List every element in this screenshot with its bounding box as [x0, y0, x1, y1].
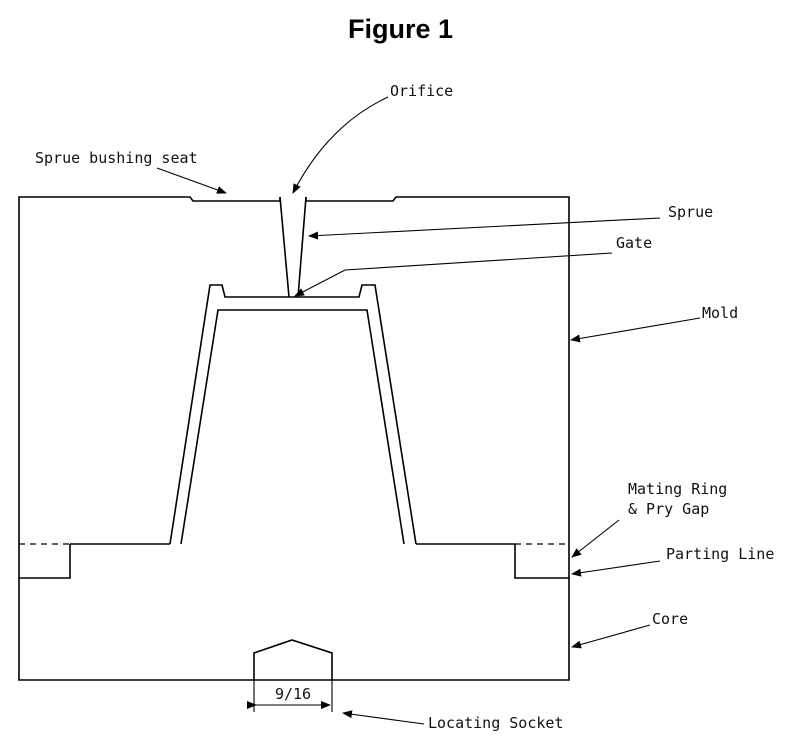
label-parting-line: Parting Line	[666, 545, 774, 563]
dimension-9-16: 9/16	[247, 680, 333, 712]
leader-sprue-bushing-seat	[156, 167, 227, 194]
dimension-label: 9/16	[275, 685, 311, 703]
label-sprue: Sprue	[668, 203, 713, 221]
label-sprue-bushing-seat: Sprue bushing seat	[35, 149, 198, 167]
cavity-outer	[169, 284, 417, 545]
label-mating-ring-line1: Mating Ring	[628, 480, 727, 498]
leader-sprue	[308, 217, 661, 240]
mold-outline	[18, 196, 570, 681]
leader-parting-line	[571, 560, 661, 577]
label-mating-ring-line2: & Pry Gap	[628, 500, 709, 518]
leader-orifice	[292, 96, 389, 194]
leader-mold	[570, 317, 701, 343]
leader-locating-socket	[342, 710, 425, 725]
cavity-inner	[180, 309, 405, 545]
leader-gate	[294, 252, 613, 297]
label-core: Core	[652, 610, 688, 628]
figure-title: Figure 1	[347, 14, 454, 44]
label-mold: Mold	[702, 304, 738, 322]
leader-mating-ring	[571, 519, 620, 558]
leader-core	[571, 624, 651, 649]
mating-ring-notch-left	[19, 544, 71, 579]
mating-ring-notch-right	[514, 544, 569, 579]
sprue-channel	[279, 196, 307, 298]
label-locating-socket: Locating Socket	[428, 714, 563, 732]
locating-socket	[253, 639, 333, 680]
label-orifice: Orifice	[390, 82, 453, 100]
label-gate: Gate	[616, 234, 652, 252]
